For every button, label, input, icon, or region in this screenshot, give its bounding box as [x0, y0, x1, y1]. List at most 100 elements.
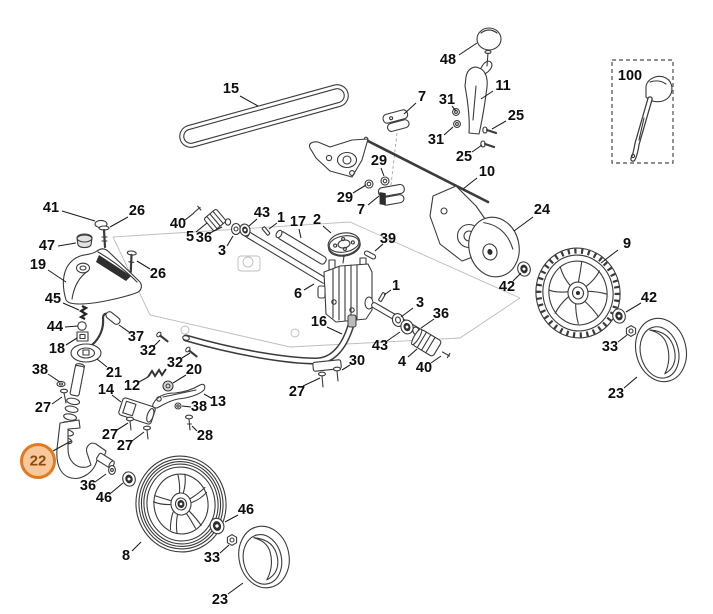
leader-line	[513, 216, 534, 232]
callout-23[interactable]: 23	[212, 582, 244, 608]
callout-19[interactable]: 19	[30, 257, 67, 283]
callout-29[interactable]: 29	[337, 184, 367, 206]
callout-39[interactable]: 39	[374, 231, 396, 252]
callout-38[interactable]: 38	[32, 362, 61, 383]
callout-number: 24	[534, 202, 550, 218]
callout-2[interactable]: 2	[313, 212, 332, 234]
callout-number: 44	[47, 319, 63, 335]
part-screw-27a	[59, 388, 69, 404]
callout-26[interactable]: 26	[136, 260, 166, 282]
callout-5[interactable]: 5	[186, 222, 208, 245]
callout-27[interactable]: 27	[289, 377, 321, 400]
callout-17[interactable]: 17	[290, 214, 306, 239]
selected-part-highlight[interactable]: 22	[20, 440, 72, 479]
callout-36[interactable]: 36	[420, 306, 449, 329]
callout-15[interactable]: 15	[223, 81, 259, 107]
callout-43[interactable]: 43	[248, 205, 270, 227]
callout-8[interactable]: 8	[122, 541, 142, 564]
callout-number: 31	[428, 132, 444, 148]
callout-28[interactable]: 28	[191, 425, 213, 444]
callout-46[interactable]: 46	[224, 502, 254, 523]
callout-7[interactable]: 7	[357, 195, 380, 218]
callout-21[interactable]: 21	[96, 358, 122, 381]
callout-37[interactable]: 37	[118, 324, 144, 345]
callout-31[interactable]: 31	[428, 126, 454, 148]
callout-43[interactable]: 43	[372, 331, 401, 354]
leader-line	[625, 302, 642, 313]
callout-number: 40	[416, 360, 432, 376]
callout-32[interactable]: 32	[140, 339, 161, 359]
leader-line	[443, 126, 454, 136]
callout-46[interactable]: 46	[96, 482, 124, 506]
callout-40[interactable]: 40	[416, 355, 442, 376]
callout-4[interactable]: 4	[398, 348, 418, 370]
callout-16[interactable]: 16	[311, 314, 343, 335]
callout-27[interactable]: 27	[117, 431, 145, 454]
callout-14[interactable]: 14	[98, 382, 122, 403]
callout-33[interactable]: 33	[204, 544, 230, 566]
callout-1[interactable]: 1	[383, 278, 400, 296]
callout-47[interactable]: 47	[39, 238, 77, 254]
callout-29[interactable]: 29	[371, 153, 387, 177]
callout-number: 25	[456, 149, 472, 165]
leader-line	[383, 289, 392, 296]
callout-26[interactable]: 26	[109, 203, 145, 228]
part-bearing-42a	[517, 261, 531, 277]
callout-38[interactable]: 38	[181, 399, 207, 415]
leader-line	[65, 337, 78, 346]
callout-3[interactable]: 3	[400, 295, 424, 318]
callout-9[interactable]: 9	[600, 236, 631, 264]
callout-40[interactable]: 40	[170, 212, 195, 232]
part-drive-belt	[179, 84, 349, 148]
callout-7[interactable]: 7	[403, 89, 426, 115]
callout-number: 17	[290, 214, 306, 230]
callout-27[interactable]: 27	[102, 422, 129, 443]
callout-25[interactable]: 25	[456, 144, 483, 165]
callout-41[interactable]: 41	[43, 200, 96, 222]
callout-27[interactable]: 27	[35, 396, 63, 416]
callout-13[interactable]: 13	[203, 393, 226, 410]
leader-line	[47, 373, 61, 383]
callout-36[interactable]: 36	[80, 473, 107, 494]
leader-line	[341, 364, 351, 371]
part-front-wheel	[135, 455, 227, 553]
part-drive-disc	[468, 216, 520, 278]
part-bearing-43b	[400, 319, 414, 335]
callout-1[interactable]: 1	[268, 210, 285, 230]
callout-45[interactable]: 45	[45, 291, 80, 311]
callout-48[interactable]: 48	[440, 42, 478, 68]
callout-10[interactable]: 10	[462, 164, 495, 190]
callout-number: 42	[499, 279, 515, 295]
callout-23[interactable]: 23	[608, 376, 638, 402]
callout-44[interactable]: 44	[47, 319, 79, 335]
callout-number: 39	[380, 231, 396, 247]
callout-11[interactable]: 11	[480, 78, 511, 100]
callout-25[interactable]: 25	[491, 108, 524, 130]
leader-line	[224, 514, 239, 523]
callout-33[interactable]: 33	[602, 334, 628, 355]
callout-number: 37	[128, 329, 144, 345]
leader-line	[181, 352, 191, 359]
callout-20[interactable]: 20	[172, 362, 202, 384]
callout-42[interactable]: 42	[625, 290, 657, 313]
callout-42[interactable]: 42	[499, 272, 522, 295]
callout-3[interactable]: 3	[218, 235, 234, 259]
callout-30[interactable]: 30	[341, 353, 365, 371]
callout-24[interactable]: 24	[513, 202, 550, 232]
callout-number: 25	[508, 108, 524, 124]
callout-18[interactable]: 18	[49, 337, 78, 357]
callout-6[interactable]: 6	[294, 283, 315, 302]
callout-36[interactable]: 36	[196, 226, 223, 246]
callout-32[interactable]: 32	[167, 352, 191, 371]
callout-number: 23	[212, 592, 228, 608]
leader-line	[203, 393, 212, 399]
leader-line	[191, 425, 198, 432]
callout-100[interactable]: 100	[618, 68, 642, 84]
callout-number: 4	[398, 354, 406, 370]
callout-31[interactable]: 31	[439, 92, 457, 112]
callout-12[interactable]: 12	[124, 376, 149, 394]
callout-number: 28	[197, 428, 213, 444]
leader-line	[96, 358, 108, 368]
part-hubcap-right	[634, 317, 688, 383]
callout-number: 18	[49, 341, 65, 357]
